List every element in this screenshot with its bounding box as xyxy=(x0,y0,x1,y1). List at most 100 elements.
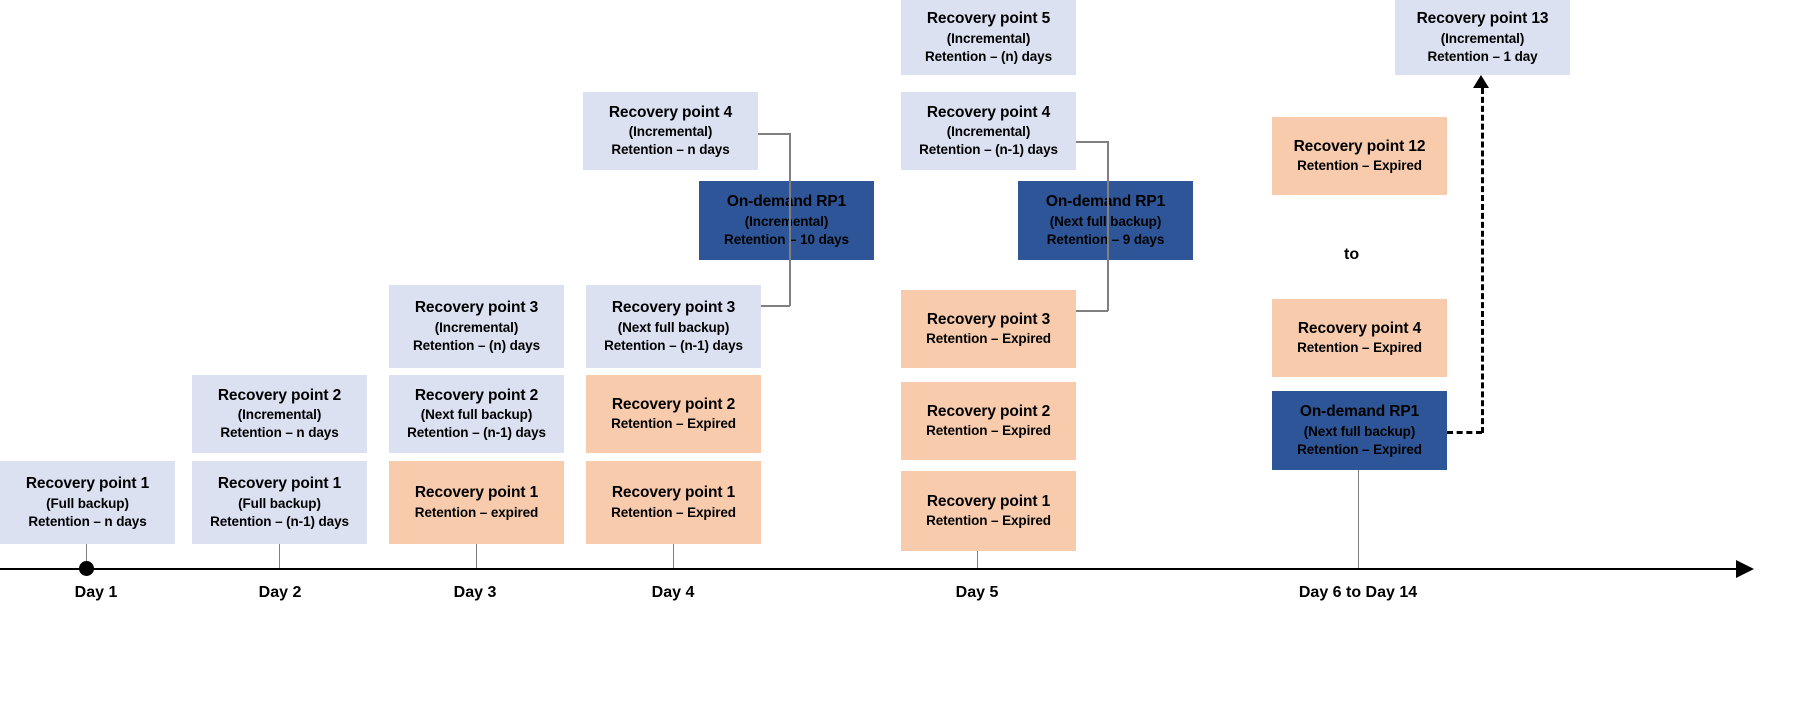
timeline-arrowhead-icon xyxy=(1736,560,1754,578)
rp-title: On-demand RP1 xyxy=(1299,403,1420,421)
dashed-connector-line xyxy=(1447,431,1482,434)
on-demand-recovery-point-box: On-demand RP1 (Incremental) Retention – … xyxy=(699,181,874,260)
rp-title: Recovery point 13 xyxy=(1416,10,1549,28)
axis-tick-stem xyxy=(86,544,88,569)
connector-line xyxy=(761,305,790,307)
recovery-point-box: Recovery point 1 Retention – Expired xyxy=(901,471,1076,551)
rp-retention: Retention – Expired xyxy=(1297,441,1422,457)
connector-line xyxy=(789,221,791,306)
rp-subtitle: (Full backup) xyxy=(46,495,129,511)
rp-retention: Retention – 1 day xyxy=(1427,48,1538,64)
rp-subtitle: (Incremental) xyxy=(434,319,519,335)
rp-retention: Retention – Expired xyxy=(1297,158,1422,174)
connector-line xyxy=(1107,141,1109,221)
rp-title: Recovery point 1 xyxy=(926,492,1051,510)
axis-day-label: Day 4 xyxy=(651,584,695,601)
rp-retention: Retention – n days xyxy=(28,513,147,529)
recovery-point-box: Recovery point 1 Retention – Expired xyxy=(586,461,761,544)
dashed-connector-line xyxy=(1481,88,1484,433)
rp-subtitle: (Next full backup) xyxy=(617,319,730,335)
recovery-point-box: Recovery point 2 (Next full backup) Rete… xyxy=(389,375,564,453)
on-demand-recovery-point-box: On-demand RP1 (Next full backup) Retenti… xyxy=(1272,391,1447,470)
connector-line xyxy=(1076,310,1108,312)
recovery-point-box: Recovery point 3 (Next full backup) Rete… xyxy=(586,285,761,368)
rp-retention: Retention – Expired xyxy=(611,504,736,520)
recovery-point-box: Recovery point 1 (Full backup) Retention… xyxy=(0,461,175,544)
rp-subtitle: (Full backup) xyxy=(238,495,321,511)
rp-retention: Retention – (n-1) days xyxy=(210,513,349,529)
connector-line xyxy=(758,133,790,135)
axis-tick-stem xyxy=(476,544,478,569)
rp-title: Recovery point 3 xyxy=(611,299,736,317)
rp-subtitle: (Next full backup) xyxy=(1303,423,1416,439)
recovery-point-box: Recovery point 1 (Full backup) Retention… xyxy=(192,461,367,544)
rp-title: Recovery point 1 xyxy=(25,475,150,493)
rp-subtitle: (Incremental) xyxy=(946,124,1031,140)
rp-retention: Retention – Expired xyxy=(926,331,1051,347)
rp-retention: Retention – 9 days xyxy=(1046,231,1165,247)
rp-retention: Retention – 10 days xyxy=(724,231,849,247)
timeline-origin-dot xyxy=(79,561,94,576)
rp-retention: Retention – Expired xyxy=(926,513,1051,529)
rp-title: Recovery point 5 xyxy=(926,10,1051,28)
rp-title: Recovery point 1 xyxy=(611,484,736,502)
rp-subtitle: (Next full backup) xyxy=(1049,213,1162,229)
rp-title: Recovery point 4 xyxy=(608,103,733,121)
connector-line xyxy=(1107,221,1109,311)
rp-title: Recovery point 3 xyxy=(414,299,539,317)
rp-title: Recovery point 12 xyxy=(1293,137,1426,155)
arrowhead-icon xyxy=(1473,75,1489,88)
axis-day-label: Day 6 to Day 14 xyxy=(1298,584,1418,601)
rp-retention: Retention – (n-1) days xyxy=(604,337,743,353)
axis-tick-stem xyxy=(673,544,675,569)
rp-retention: Retention – Expired xyxy=(611,416,736,432)
rp-retention: Retention – (n-1) days xyxy=(407,425,546,441)
rp-retention: Retention – Expired xyxy=(926,423,1051,439)
recovery-point-box: Recovery point 2 Retention – Expired xyxy=(901,382,1076,460)
connector-line xyxy=(789,133,791,221)
axis-day-label: Day 2 xyxy=(258,584,302,601)
axis-tick-stem xyxy=(1358,470,1360,569)
connector-line xyxy=(1076,141,1108,143)
recovery-point-box: Recovery point 3 Retention – Expired xyxy=(901,290,1076,368)
recovery-point-box: Recovery point 2 Retention – Expired xyxy=(586,375,761,453)
rp-subtitle: (Incremental) xyxy=(744,213,829,229)
rp-title: Recovery point 1 xyxy=(217,475,342,493)
recovery-point-box: Recovery point 4 (Incremental) Retention… xyxy=(901,92,1076,170)
rp-title: Recovery point 1 xyxy=(414,484,539,502)
recovery-point-box: Recovery point 1 Retention – expired xyxy=(389,461,564,544)
recovery-point-box: Recovery point 4 Retention – Expired xyxy=(1272,299,1447,377)
to-label: to xyxy=(1344,246,1360,263)
rp-subtitle: (Incremental) xyxy=(237,407,322,423)
rp-retention: Retention – n days xyxy=(220,425,339,441)
rp-retention: Retention – (n) days xyxy=(924,48,1052,64)
rp-retention: Retention – expired xyxy=(414,504,539,520)
axis-tick-stem xyxy=(279,544,281,569)
rp-subtitle: (Incremental) xyxy=(946,30,1031,46)
rp-retention: Retention – n days xyxy=(611,142,730,158)
rp-title: Recovery point 2 xyxy=(414,386,539,404)
rp-title: Recovery point 3 xyxy=(926,310,1051,328)
recovery-point-box: Recovery point 13 (Incremental) Retentio… xyxy=(1395,0,1570,75)
rp-title: Recovery point 2 xyxy=(926,402,1051,420)
rp-retention: Retention – (n) days xyxy=(412,337,540,353)
recovery-point-box: Recovery point 5 (Incremental) Retention… xyxy=(901,0,1076,75)
rp-retention: Retention – (n-1) days xyxy=(919,142,1058,158)
rp-subtitle: (Incremental) xyxy=(628,124,713,140)
rp-title: On-demand RP1 xyxy=(726,193,847,211)
rp-subtitle: (Incremental) xyxy=(1440,30,1525,46)
rp-title: On-demand RP1 xyxy=(1045,193,1166,211)
on-demand-recovery-point-box: On-demand RP1 (Next full backup) Retenti… xyxy=(1018,181,1193,260)
recovery-point-box: Recovery point 2 (Incremental) Retention… xyxy=(192,375,367,453)
axis-day-label: Day 3 xyxy=(453,584,497,601)
rp-title: Recovery point 4 xyxy=(926,103,1051,121)
rp-retention: Retention – Expired xyxy=(1297,340,1422,356)
axis-day-label: Day 5 xyxy=(955,584,999,601)
recovery-point-box: Recovery point 12 Retention – Expired xyxy=(1272,117,1447,195)
rp-title: Recovery point 4 xyxy=(1297,319,1422,337)
axis-tick-stem xyxy=(977,551,979,569)
axis-day-label: Day 1 xyxy=(74,584,118,601)
recovery-point-box: Recovery point 3 (Incremental) Retention… xyxy=(389,285,564,368)
rp-title: Recovery point 2 xyxy=(217,386,342,404)
